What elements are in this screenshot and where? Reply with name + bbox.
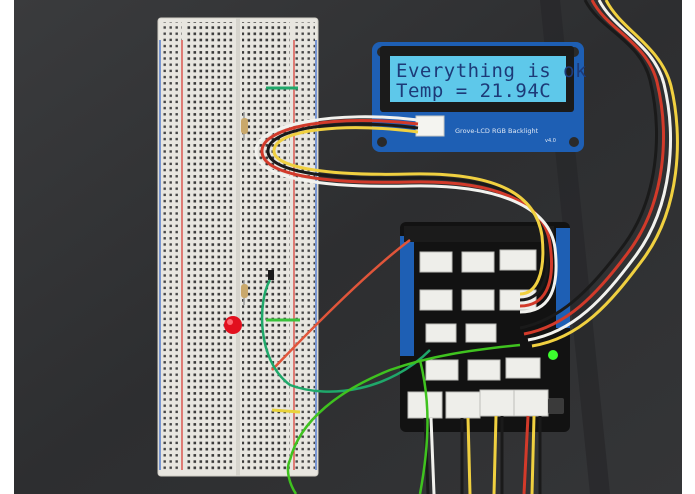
lcd-line-1: Everything is ok: [396, 60, 587, 82]
grove-cables-bottom: [423, 415, 542, 494]
lcd-silkscreen-label: Grove-LCD RGB Backlight: [455, 127, 539, 135]
breadboard: [157, 17, 319, 477]
lcd-screen: [390, 56, 566, 102]
lcd-line-2: Temp = 21.94C: [396, 80, 551, 102]
jumper-lime-drop: [418, 359, 429, 494]
left-margin: [0, 0, 14, 494]
resistor-top: [241, 112, 248, 140]
jumper-green-long: [260, 279, 431, 393]
resistor-middle: [241, 280, 248, 305]
grove-lcd-module: Everything is ok Temp = 21.94C Grove-LCD…: [372, 42, 587, 152]
shield-status-led: [548, 350, 558, 360]
grove-base-shield: [400, 222, 570, 432]
shield-reset-button: [548, 398, 564, 414]
shield-sockets: [407, 249, 549, 419]
black-jumper-end: [268, 270, 274, 280]
jumper-red-long: [271, 239, 411, 371]
jumper-lime-long: [288, 343, 521, 461]
jumper-green-bottom: [286, 459, 298, 494]
grove-cable-top-right: [519, 0, 679, 348]
jumper-yellow-short: [271, 408, 301, 414]
red-led: [224, 316, 242, 334]
grove-cable-lcd: [254, 115, 558, 314]
right-margin: [682, 0, 695, 494]
lcd-grove-connector: [415, 115, 445, 137]
lcd-version-label: v4.0: [545, 138, 556, 144]
